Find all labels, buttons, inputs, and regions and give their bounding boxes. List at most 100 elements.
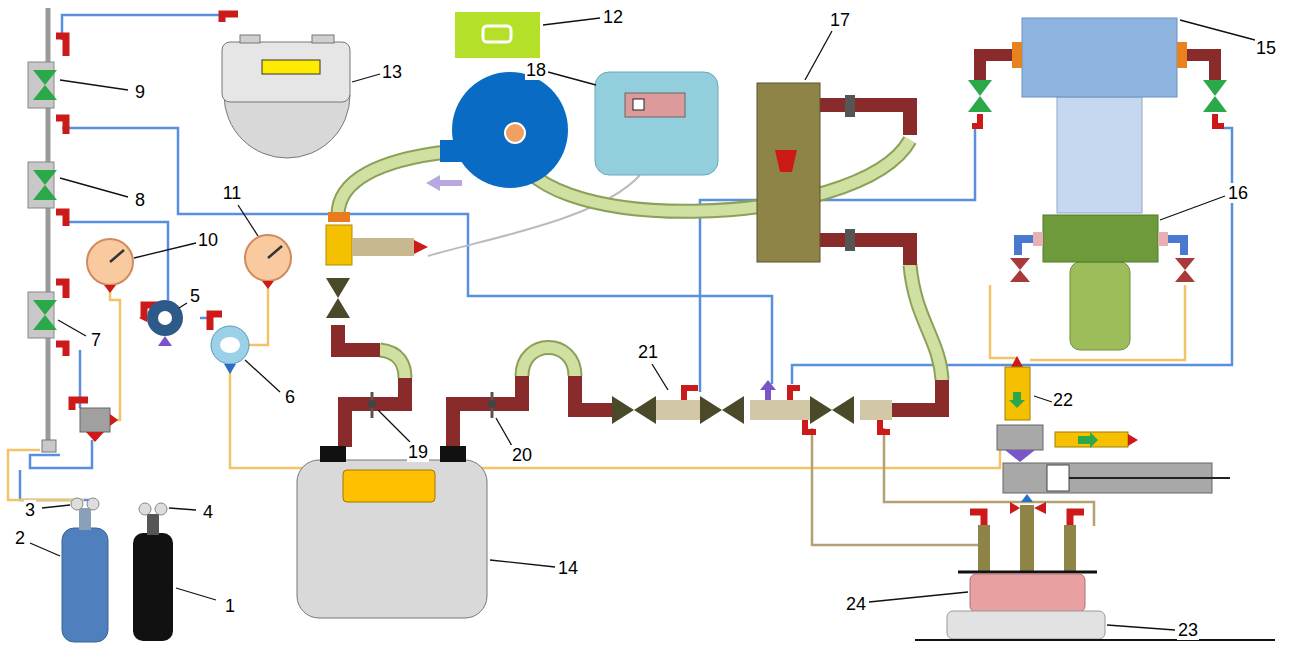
leader-line-part [42,505,70,508]
tan-line [812,428,1094,545]
callout-number: 21 [637,342,659,362]
valve-actuator [997,356,1230,493]
valve-symbol-part [33,315,57,330]
tee-fitting-part [326,278,350,298]
rotameter-part [757,83,820,262]
yellow-signal-line-part [249,281,268,345]
valve-row-part [832,396,854,424]
gas-meter [297,446,487,618]
filter-unit-part [1158,232,1168,246]
flexible-tube-part [515,140,910,211]
tee-fitting-part [326,298,350,318]
filter-unit-part [1010,270,1030,282]
valve-row-part [750,400,810,420]
valve-actuator-part [997,425,1043,450]
valve-row-part [760,380,776,400]
callout-number: 22 [1052,390,1074,410]
leader-line-part [30,543,60,556]
blue-gas-line-part [66,222,168,300]
rotameter-part [775,150,797,172]
filter-housing-part [980,55,1012,80]
valve-row [612,380,892,432]
tee-fitting-part [328,212,350,222]
flexible-tube-part [522,348,575,377]
filter-housing [968,18,1227,213]
reactor-vessel-part [1034,502,1046,514]
gas-cylinder-part [147,514,159,535]
mass-flow-controller-part [220,337,240,353]
callout-number: 10 [197,230,219,250]
gas-cylinder-part [139,503,151,515]
flexible-tube [338,140,942,380]
brown-pipe-part [890,380,942,410]
valve-symbol [28,62,57,338]
regulator-box-part [80,408,110,432]
leader-line-part [490,560,555,567]
pressure-gauge-part [110,250,124,262]
tan-line-part [812,428,984,545]
filter-unit [1010,215,1195,350]
filter-housing-part [1177,42,1187,68]
leader-line-part [179,303,187,308]
heating-plate-part [947,611,1105,639]
filter-housing-part [968,80,992,96]
gas-meter-part [312,35,334,43]
leader-line-part [169,508,196,510]
pressure-gauge-part [87,239,133,285]
filter-housing-part [1012,42,1022,68]
callout-number: 3 [24,500,36,520]
red-fitting-part [56,118,66,134]
valve-symbol-part [28,292,54,338]
mass-flow-controller-part [224,364,236,374]
rotameter-part [820,105,910,135]
red-fitting-part [56,344,66,356]
callout-number: 6 [284,387,296,407]
blower-part [505,123,525,143]
reactor-vessel [958,494,1097,612]
filter-housing-part [1022,18,1177,97]
display-unit-part [595,72,718,175]
gas-meter-part [343,470,435,502]
reactor-vessel-part [1070,512,1084,525]
reactor-vessel-part [958,571,1097,574]
red-fitting-part [56,282,66,298]
reactor-vessel-part [970,574,1085,612]
valve-actuator-part [1047,465,1069,491]
gas-cylinder-part [133,533,173,641]
callout-number: 9 [134,82,146,102]
filter-housing-part [1057,97,1142,213]
leader-line-part [652,364,668,390]
leader-line-part [1034,396,1052,402]
flexible-tube-part [910,265,942,380]
pressure-gauge [87,235,291,293]
blue-gas-line-part [792,128,1232,384]
blue-gas-line-part [700,128,975,392]
tee-fitting [326,212,428,318]
tee-fitting-part [414,240,428,254]
flexible-tube-part [380,350,405,378]
gas-meter-part [224,95,350,158]
valve-actuator-part [1011,356,1023,367]
leader-line-part [176,588,216,600]
mass-flow-controller-part [147,300,183,336]
red-fitting-part [222,14,238,22]
leader-line-part [60,80,128,90]
callout-number: 24 [845,594,867,614]
red-fitting [56,14,238,410]
red-fitting-part [56,36,66,56]
leader-line-part [245,360,280,392]
reactor-vessel-part [1010,502,1020,514]
callout-number: 12 [602,7,624,27]
valve-row-part [860,400,892,420]
valve-actuator-part [1005,367,1030,420]
gas-meter-part [262,60,320,74]
display-unit-part [625,93,685,117]
leader-line-part [869,592,968,602]
callout-number: 11 [222,183,243,203]
controller-box-part [483,26,511,42]
brown-pipe-part [345,378,405,447]
reactor-vessel-part [1021,494,1033,502]
mass-flow-controller-part [158,336,172,346]
